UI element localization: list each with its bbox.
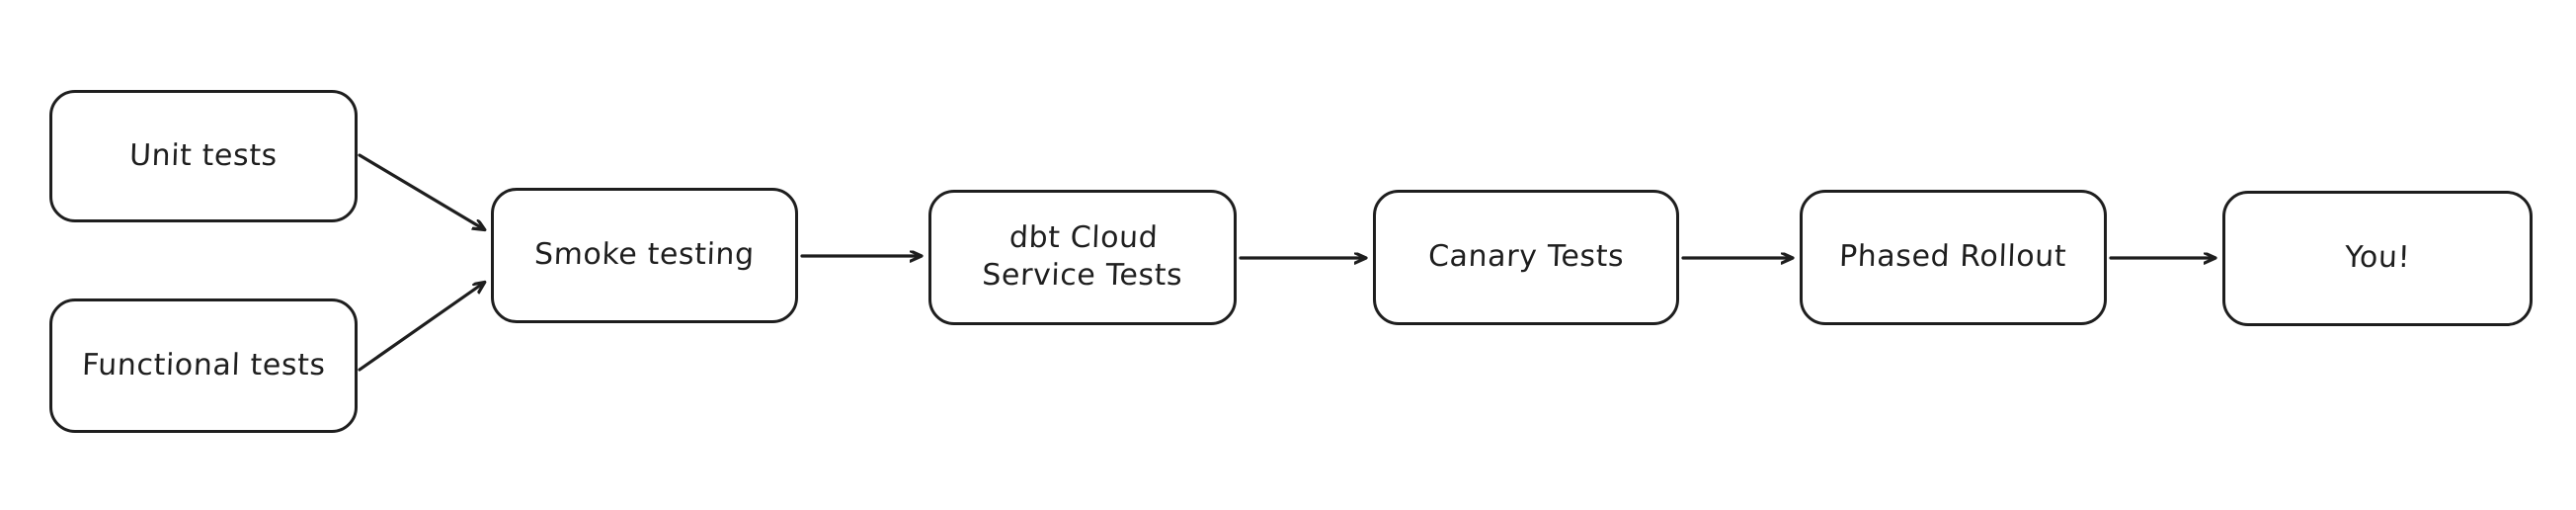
node-functional-tests-label: Functional tests	[81, 347, 326, 382]
node-smoke-testing-label: Smoke testing	[533, 237, 756, 273]
node-unit-tests[interactable]: Unit tests	[49, 90, 358, 222]
node-phased-rollout-label: Phased Rollout	[1838, 239, 2068, 275]
node-you[interactable]: You!	[2222, 191, 2533, 326]
node-you-label: You!	[2344, 240, 2411, 276]
edge-unit-to-smoke	[358, 153, 484, 229]
node-unit-tests-label: Unit tests	[128, 137, 279, 173]
node-dbt-cloud-service-tests-label: dbt Cloud Service Tests	[981, 220, 1183, 294]
node-canary-tests[interactable]: Canary Tests	[1373, 190, 1679, 325]
node-dbt-cloud-service-tests[interactable]: dbt Cloud Service Tests	[928, 190, 1237, 325]
node-functional-tests[interactable]: Functional tests	[49, 298, 358, 433]
node-smoke-testing[interactable]: Smoke testing	[491, 188, 798, 323]
node-canary-tests-label: Canary Tests	[1427, 239, 1625, 275]
node-phased-rollout[interactable]: Phased Rollout	[1800, 190, 2107, 325]
edge-functional-to-smoke	[358, 283, 484, 372]
